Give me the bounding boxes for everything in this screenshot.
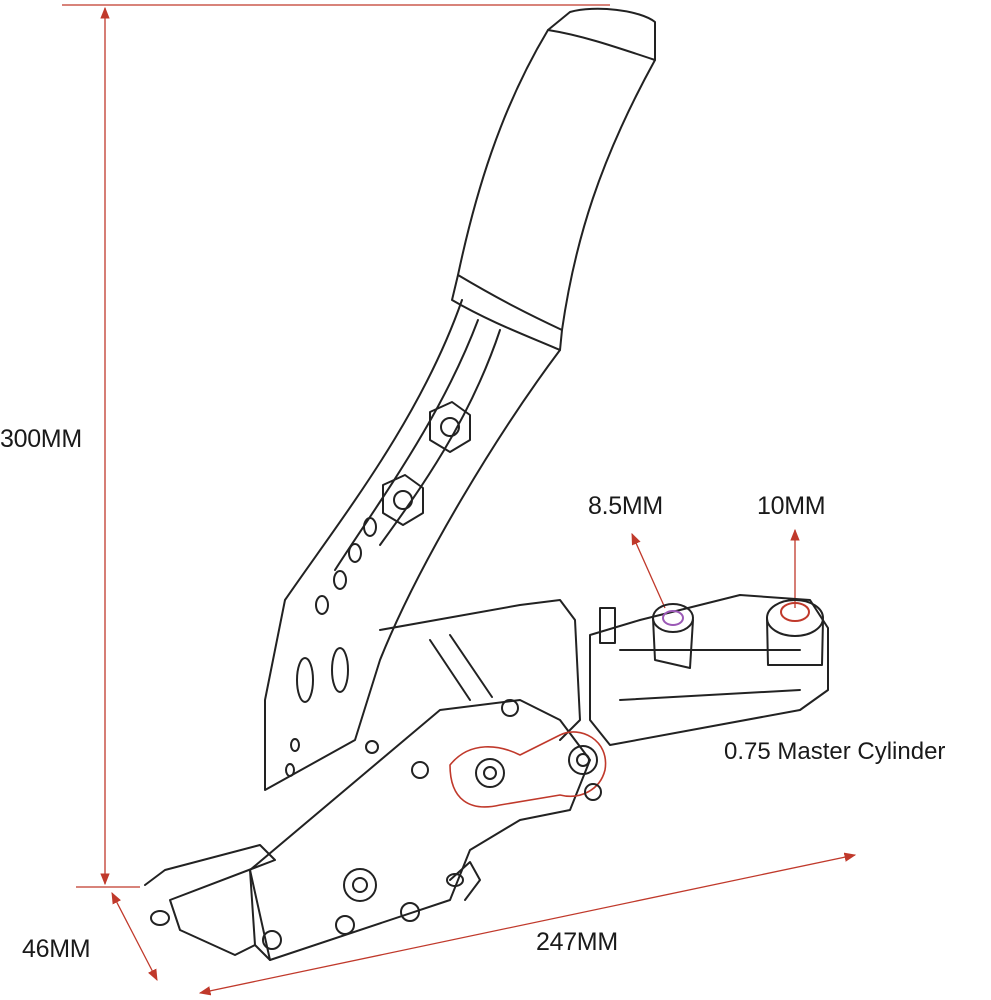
base-dimension-line	[111, 891, 158, 982]
base-plate	[144, 844, 276, 956]
side-plate	[249, 699, 591, 961]
linkage-plate	[449, 731, 607, 808]
port-1-label: 8.5MM	[588, 492, 663, 520]
plate-bolts	[262, 699, 602, 950]
dimension-lines	[62, 4, 857, 996]
base-plate-right	[449, 861, 481, 901]
cylinder-port-1	[652, 603, 694, 669]
length-dimension-label: 247MM	[536, 928, 618, 956]
pivot-bracket-rod	[429, 634, 493, 701]
grip-collar	[451, 274, 563, 351]
height-dimension-label: 300MM	[0, 425, 82, 453]
base-mount-hole	[150, 910, 170, 926]
lever-holes	[285, 517, 377, 777]
master-cylinder-label: 0.75 Master Cylinder	[724, 738, 946, 765]
pivot-stud	[599, 607, 616, 644]
base-mount-hole	[446, 873, 464, 887]
base-dimension-label: 46MM	[22, 935, 91, 963]
master-cylinder-edge	[619, 649, 801, 701]
adjustment-nuts	[382, 401, 471, 526]
master-cylinder-body	[589, 594, 829, 746]
lever-arm	[264, 299, 561, 791]
lever-grip	[457, 29, 656, 331]
lever-arm-inner-2	[379, 329, 501, 546]
port-1-pointer	[631, 532, 666, 609]
port-2-label: 10MM	[757, 492, 826, 520]
pivot-bracket	[379, 599, 581, 741]
lever-tip	[547, 7, 656, 61]
handbrake-drawing	[144, 7, 829, 961]
length-dimension-line	[198, 852, 857, 996]
lever-arm-inner	[334, 319, 479, 571]
cylinder-port-2	[766, 599, 824, 666]
